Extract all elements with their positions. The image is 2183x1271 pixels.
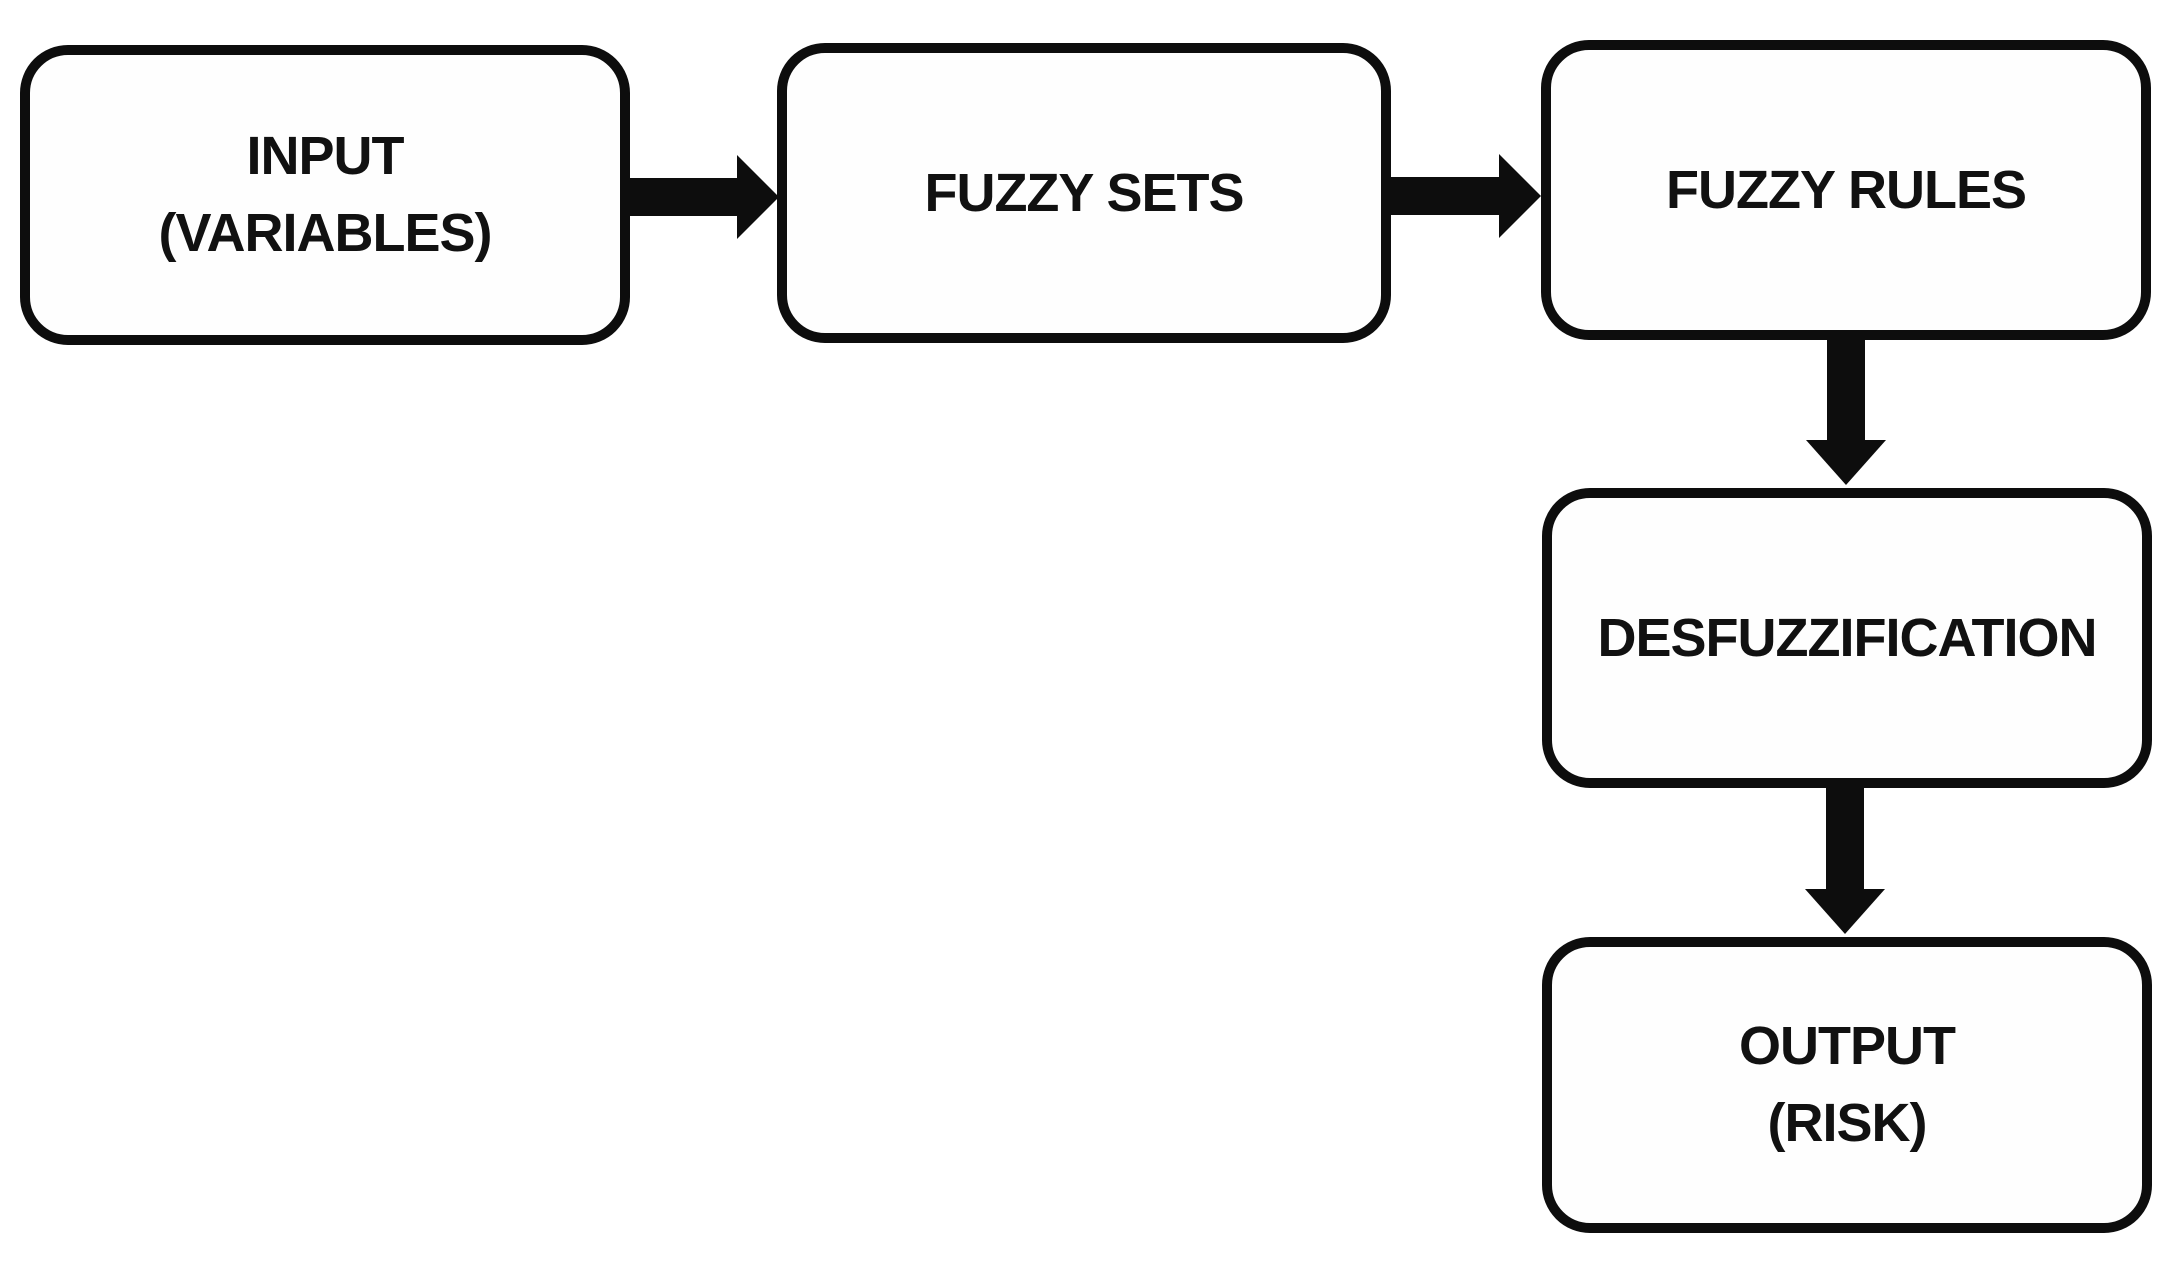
- node-fuzzy-sets-label: FUZZY SETS: [787, 155, 1381, 232]
- arrow-shaft: [1391, 177, 1499, 215]
- arrowhead-down-icon: [1806, 440, 1886, 485]
- arrow-fuzzy-rules-to-desfuzzification: [1806, 339, 1886, 485]
- node-output-risk-label: OUTPUT (RISK): [1552, 1008, 2142, 1161]
- node-label-line: (RISK): [1767, 1093, 1928, 1153]
- arrow-shaft: [1827, 339, 1865, 440]
- arrowhead-right-icon: [737, 155, 779, 239]
- node-desfuzzification-label: DESFUZZIFICATION: [1552, 600, 2142, 677]
- node-desfuzzification: DESFUZZIFICATION: [1542, 488, 2152, 788]
- node-input-variables-label: INPUT (VARIABLES): [30, 118, 620, 271]
- node-label-line: INPUT: [246, 126, 405, 187]
- node-label-line: FUZZY SETS: [924, 162, 1244, 223]
- arrow-fuzzy-sets-to-fuzzy-rules: [1391, 154, 1541, 238]
- arrowhead-right-icon: [1499, 154, 1541, 238]
- node-label-line: (VARIABLES): [158, 203, 493, 263]
- node-label-line: DESFUZZIFICATION: [1597, 607, 2098, 668]
- node-output-risk: OUTPUT (RISK): [1542, 937, 2152, 1233]
- node-label-line: FUZZY RULES: [1665, 159, 2027, 220]
- arrow-desfuzzification-to-output: [1805, 788, 1885, 934]
- node-fuzzy-rules: FUZZY RULES: [1541, 40, 2151, 340]
- node-fuzzy-rules-label: FUZZY RULES: [1551, 152, 2141, 229]
- arrow-shaft: [1826, 788, 1864, 889]
- arrowhead-down-icon: [1805, 889, 1885, 934]
- node-label-line: OUTPUT: [1739, 1016, 1956, 1077]
- arrow-shaft: [629, 178, 737, 216]
- node-fuzzy-sets: FUZZY SETS: [777, 43, 1391, 343]
- node-input-variables: INPUT (VARIABLES): [20, 45, 630, 345]
- arrow-input-to-fuzzy-sets: [629, 155, 779, 239]
